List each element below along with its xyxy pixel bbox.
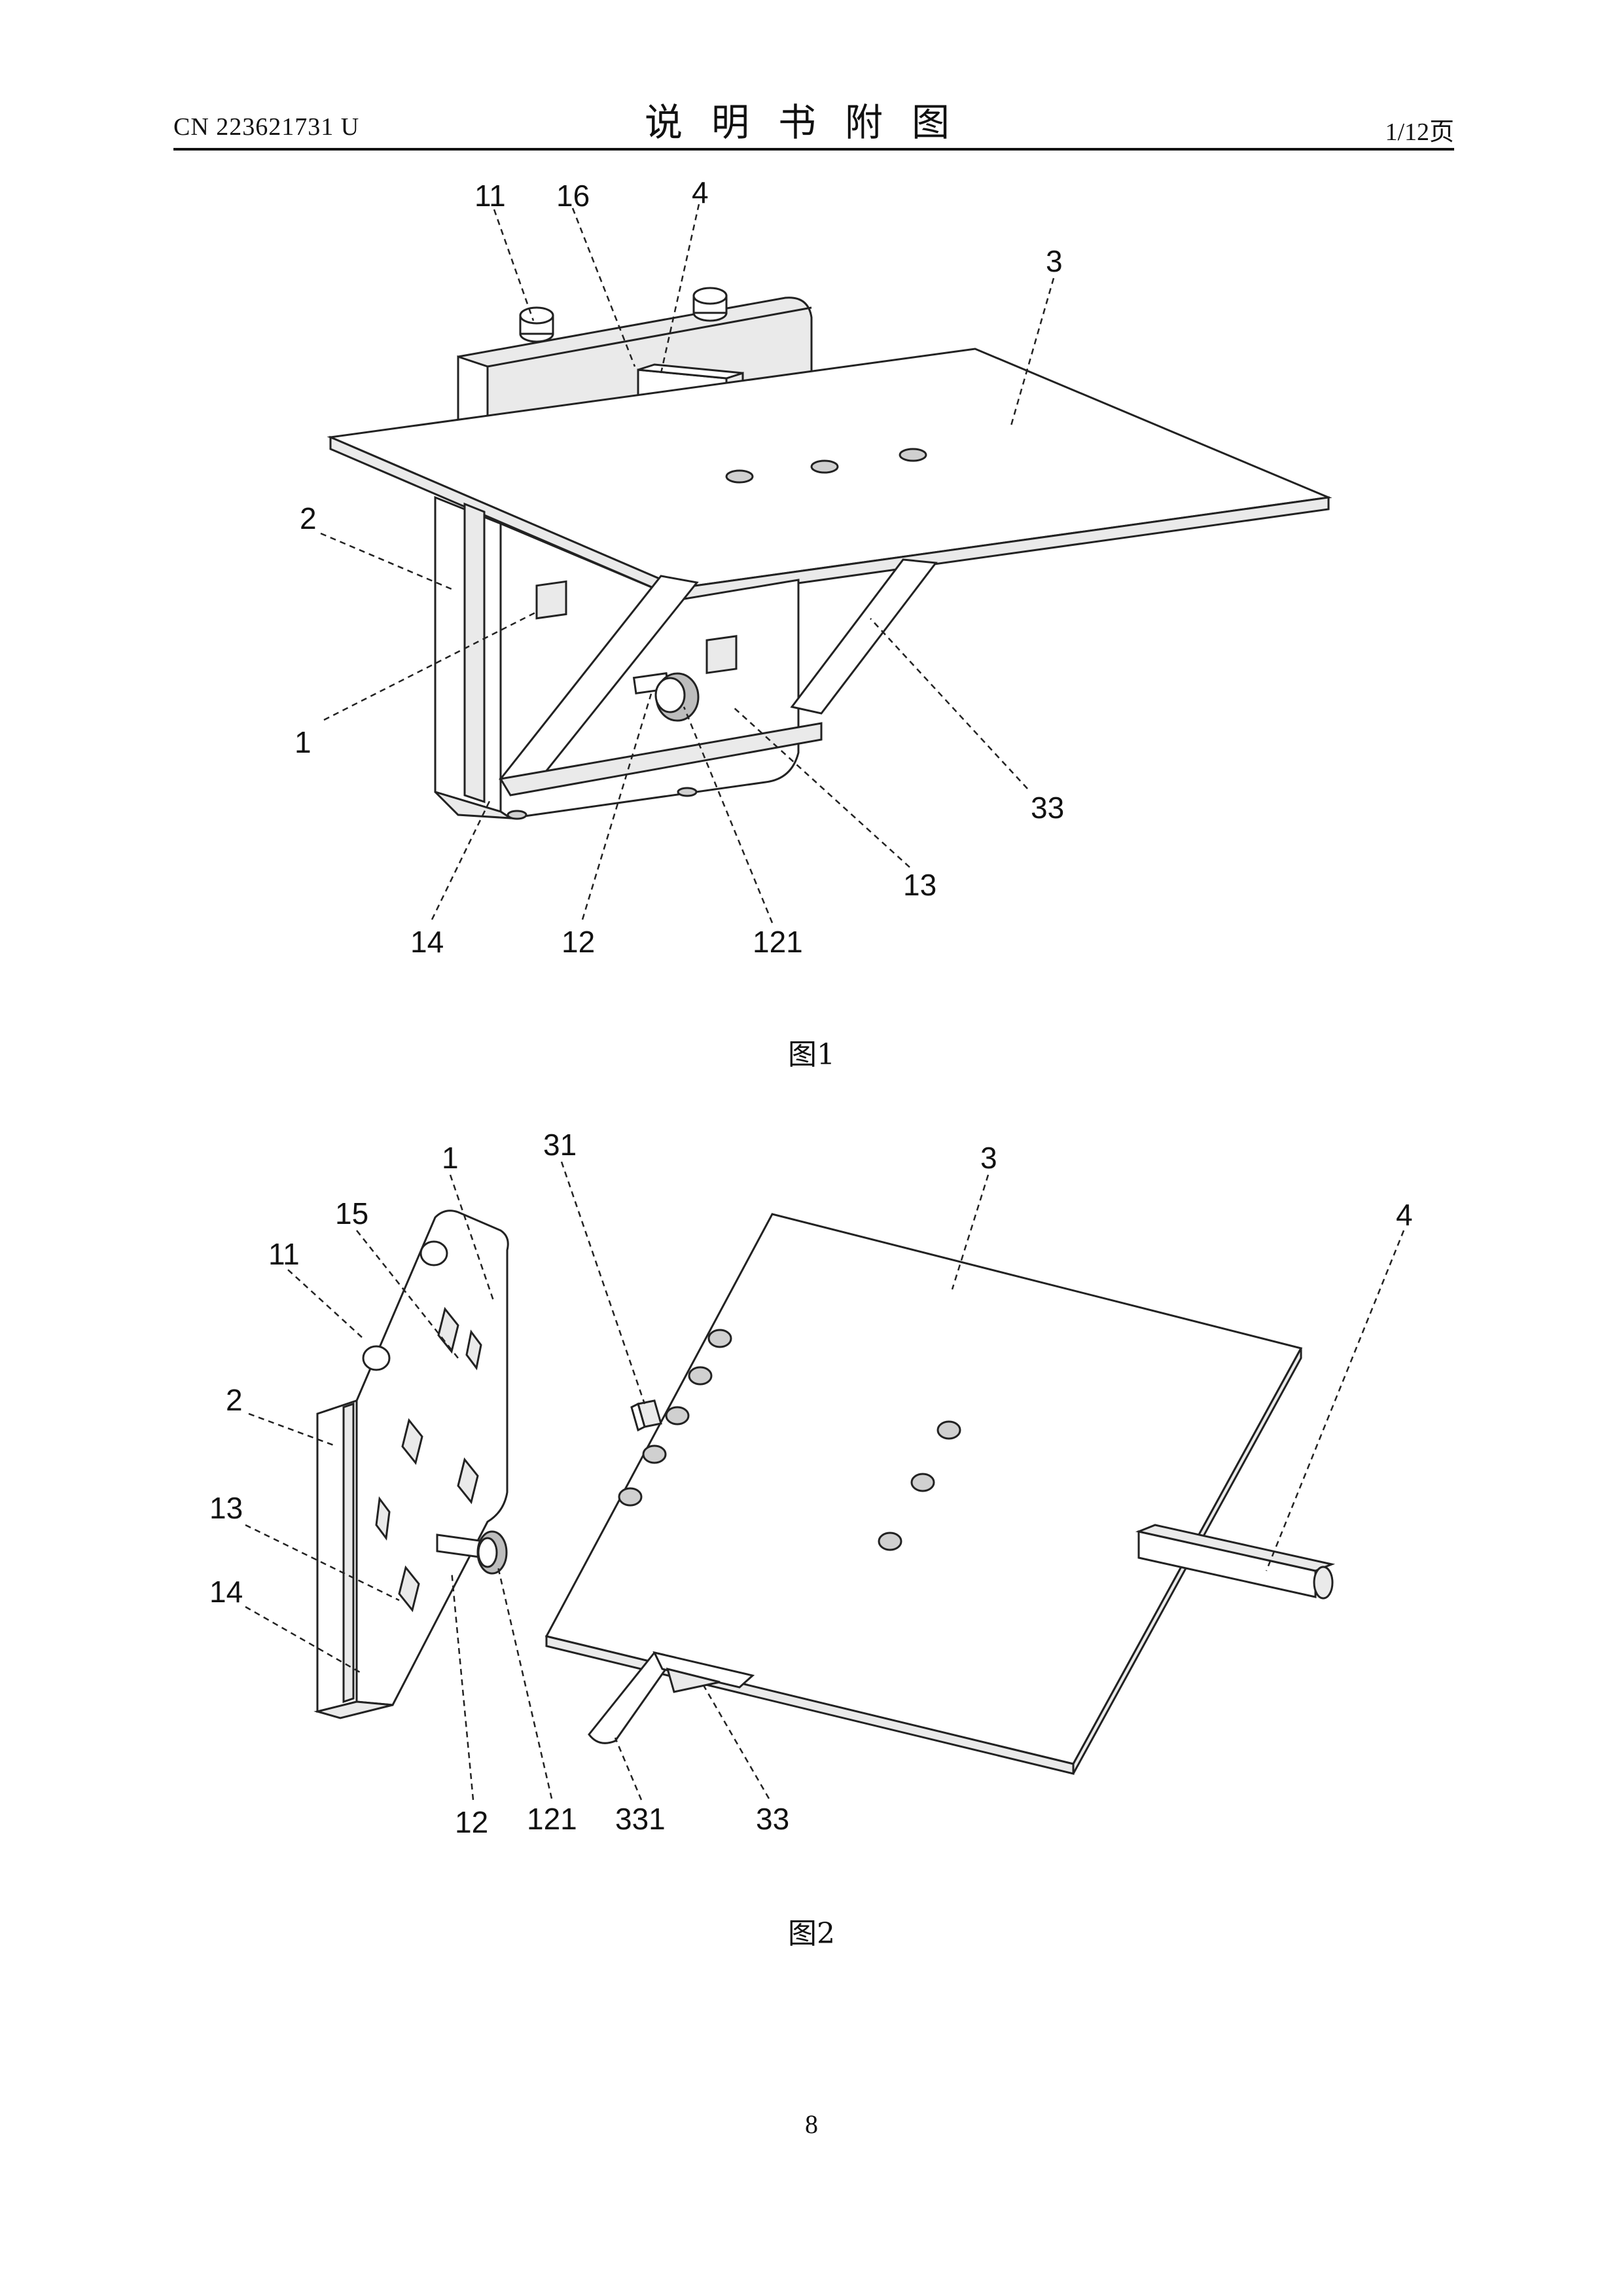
label-16-fig1: 16 — [556, 179, 590, 213]
page-number: 8 — [0, 2109, 1623, 2140]
label-13-fig1: 13 — [903, 868, 936, 902]
clamp-assembly-fig2 — [317, 1211, 508, 1718]
label-1-fig2: 1 — [442, 1141, 459, 1175]
label-14-fig1: 14 — [410, 925, 444, 959]
label-33-fig1: 33 — [1031, 791, 1064, 825]
label-14-fig2: 14 — [209, 1575, 243, 1609]
figure-1-caption: 图1 — [713, 1031, 910, 1073]
label-11-fig2: 11 — [268, 1237, 300, 1271]
figure-2-caption: 图2 — [713, 1910, 910, 1952]
platform-3-fig2 — [546, 1214, 1301, 1774]
label-11-fig1: 11 — [474, 179, 506, 213]
label-33-fig2: 33 — [756, 1802, 789, 1836]
label-31-fig2: 31 — [543, 1128, 577, 1162]
label-12-fig2: 12 — [455, 1805, 488, 1839]
label-2-fig2: 2 — [226, 1383, 243, 1417]
label-3-fig2: 3 — [980, 1141, 997, 1175]
label-15-fig2: 15 — [335, 1196, 368, 1230]
label-1-fig1: 1 — [294, 725, 312, 759]
label-3-fig1: 3 — [1046, 244, 1063, 278]
hook-31 — [632, 1401, 661, 1430]
label-13-fig2: 13 — [209, 1491, 243, 1525]
label-121-fig1: 121 — [753, 925, 803, 959]
label-12-fig1: 12 — [562, 925, 595, 959]
label-4-fig1: 4 — [692, 175, 709, 209]
label-121-fig2: 121 — [527, 1802, 577, 1836]
label-331-fig2: 331 — [615, 1802, 666, 1836]
label-2-fig1: 2 — [300, 501, 317, 535]
label-4-fig2: 4 — [1396, 1198, 1413, 1232]
